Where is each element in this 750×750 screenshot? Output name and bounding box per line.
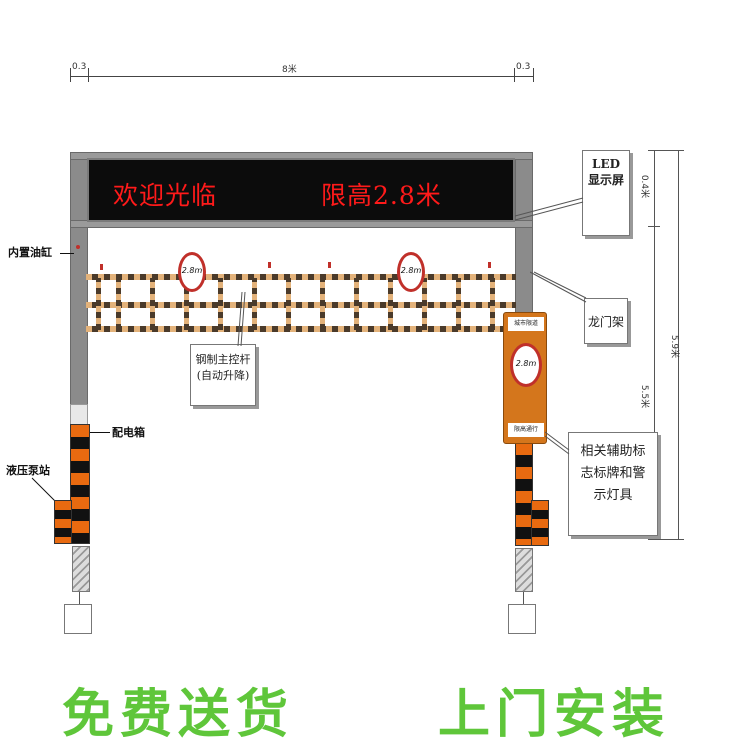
left-pump-station-box	[54, 500, 72, 544]
dim-top-middle: 8米	[282, 65, 297, 75]
dim-top-right: 0.3	[516, 62, 531, 72]
auxiliary-sign-panel: 城市限道 2.8m 限高通行	[503, 312, 547, 444]
lifting-barrier	[86, 262, 516, 332]
callout-gantry: 龙门架	[584, 298, 628, 344]
sign-panel-limit-circle: 2.8m	[510, 343, 542, 387]
left-footing-box	[64, 604, 92, 634]
right-footing-stem	[523, 592, 524, 604]
left-post-base-panel	[70, 404, 88, 426]
label-pump-station: 液压泵站	[6, 464, 50, 477]
led-text-welcome: 欢迎光临	[113, 181, 218, 210]
callout-auxiliary-signs: 相关辅助标志标牌和警示灯具	[568, 432, 658, 536]
right-dimension: 0.4米 5.9米 5.5米	[639, 150, 700, 550]
height-limit-sign-right: 2.8m	[397, 252, 425, 292]
label-power-box-leader	[88, 432, 110, 433]
callout-led-display: LED显示屏	[582, 150, 630, 236]
top-dimension: 0.3 8米 0.3	[70, 60, 540, 82]
callout-gantry-leader	[530, 271, 587, 303]
callout-rod-leader	[237, 292, 246, 347]
sign-panel-top-text: 城市限道	[508, 317, 544, 331]
left-foundation	[72, 546, 90, 592]
label-cylinder: 内置油缸	[8, 246, 52, 259]
label-cylinder-leader	[60, 253, 74, 254]
led-display: 欢迎光临 限高2.8米	[87, 158, 515, 222]
callout-signs-leader	[545, 431, 570, 455]
slogan-onsite-installation: 上门安装	[438, 684, 671, 745]
label-power-box: 配电箱	[112, 426, 145, 439]
right-foundation	[515, 548, 533, 592]
left-base-column	[70, 424, 90, 544]
dim-right-top: 0.4米	[639, 174, 650, 199]
led-text-height-limit: 限高2.8米	[321, 181, 442, 210]
height-limit-sign-left: 2.8m	[178, 252, 206, 292]
dim-right-full: 5.9米	[669, 334, 680, 359]
right-footing-box	[508, 604, 536, 634]
callout-control-rod: 钢制主控杆(自动升降)	[190, 344, 256, 406]
cylinder-marker	[76, 245, 80, 249]
left-footing-stem	[79, 592, 80, 604]
height-limit-sign-left-value: 2.8m	[181, 266, 203, 275]
height-limit-sign-right-value: 2.8m	[400, 266, 422, 275]
dim-top-left: 0.3	[72, 62, 87, 72]
right-pump-station-box	[531, 500, 549, 546]
sign-panel-bottom-text: 限高通行	[508, 423, 544, 437]
slogan-free-delivery: 免费送货	[62, 684, 295, 745]
dim-right-lower: 5.5米	[639, 384, 650, 409]
callout-led-leader	[515, 197, 584, 221]
